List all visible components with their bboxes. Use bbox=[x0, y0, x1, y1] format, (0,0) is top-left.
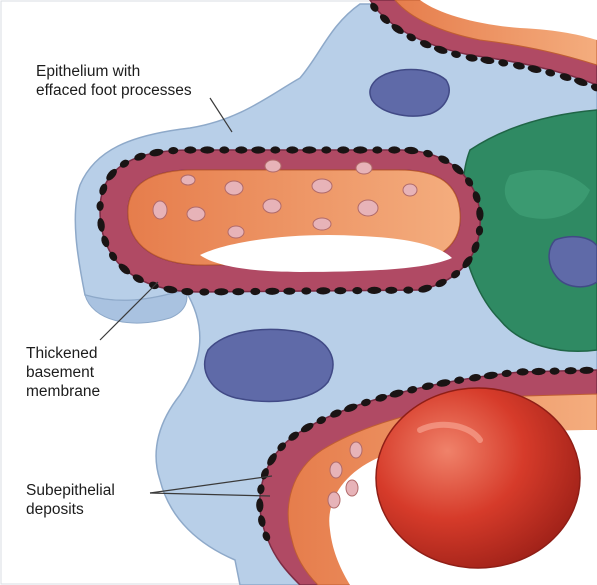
label-epithelium-line1: Epithelium with bbox=[36, 62, 192, 81]
deposit-dot bbox=[200, 146, 214, 153]
deposit-dot bbox=[372, 146, 382, 153]
label-epithelium: Epithelium with effaced foot processes bbox=[36, 62, 192, 100]
deposit-dot bbox=[235, 146, 247, 153]
label-deposits-line2: deposits bbox=[26, 500, 115, 519]
label-basement-line3: membrane bbox=[26, 382, 100, 401]
label-deposits: Subepithelial deposits bbox=[26, 481, 115, 519]
deposit-dot bbox=[286, 146, 298, 153]
label-deposits-line1: Subepithelial bbox=[26, 481, 115, 500]
label-epithelium-line2: effaced foot processes bbox=[36, 81, 192, 100]
deposit-dot bbox=[184, 146, 196, 153]
deposit-dot bbox=[251, 146, 265, 153]
label-basement-line1: Thickened bbox=[26, 344, 100, 363]
deposit-dot bbox=[353, 146, 367, 153]
label-basement-membrane: Thickened basement membrane bbox=[26, 344, 100, 401]
deposit-dot bbox=[270, 146, 280, 153]
deposit-dot bbox=[302, 146, 316, 153]
deposit-dot bbox=[388, 146, 400, 153]
deposit-dot bbox=[337, 146, 349, 153]
deposit-dot bbox=[219, 146, 229, 153]
deposit-dot bbox=[321, 146, 331, 153]
red-blood-cell bbox=[376, 388, 580, 568]
label-basement-line2: basement bbox=[26, 363, 100, 382]
